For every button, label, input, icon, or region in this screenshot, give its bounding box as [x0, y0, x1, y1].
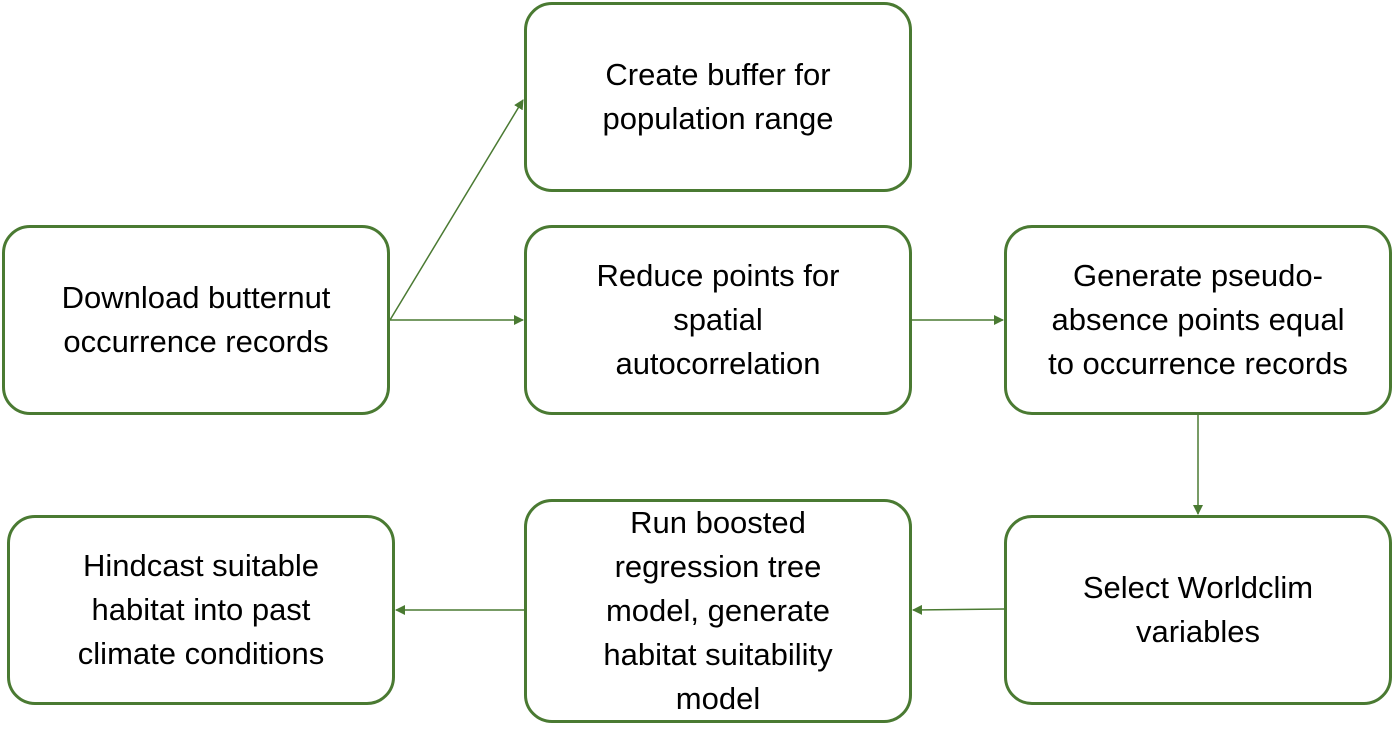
node-label: Download butternut occurrence records: [61, 280, 331, 359]
node-label: Select Worldclim variables: [1082, 570, 1314, 649]
node-run-brt-model: Run boosted regression tree model, gener…: [524, 499, 912, 723]
node-reduce-points: Reduce points for spatial autocorrelatio…: [524, 225, 912, 415]
node-create-buffer: Create buffer for population range: [524, 2, 912, 192]
node-hindcast-habitat: Hindcast suitable habitat into past clim…: [7, 515, 395, 705]
node-label: Create buffer for population range: [602, 57, 834, 136]
node-select-worldclim: Select Worldclim variables: [1004, 515, 1392, 705]
node-label: Generate pseudo- absence points equal to…: [1048, 258, 1348, 381]
node-generate-pseudo-absence: Generate pseudo- absence points equal to…: [1004, 225, 1392, 415]
node-label: Hindcast suitable habitat into past clim…: [77, 548, 325, 671]
node-download-records: Download butternut occurrence records: [2, 225, 390, 415]
node-label: Reduce points for spatial autocorrelatio…: [596, 258, 840, 381]
arrow-worldclim-to-brt: [912, 604, 1005, 615]
node-label: Run boosted regression tree model, gener…: [603, 505, 833, 716]
arrow-download-to-buffer: [389, 99, 524, 321]
